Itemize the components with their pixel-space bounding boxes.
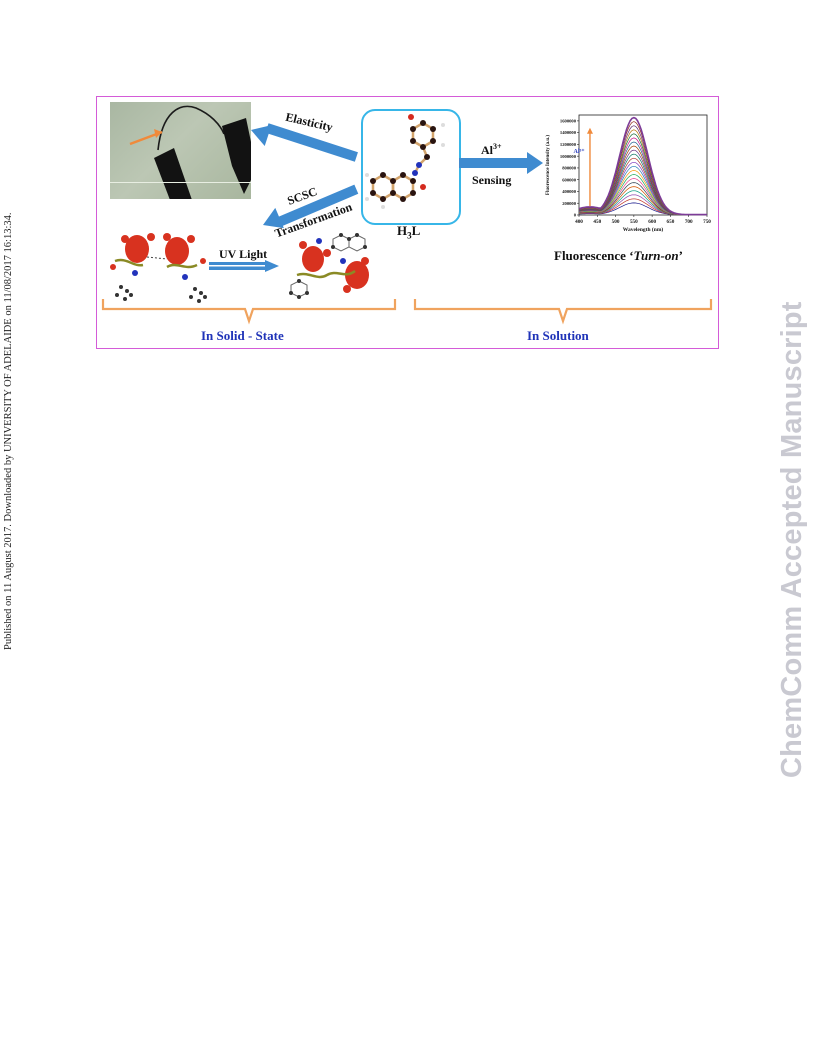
- crystal-photo-drawing: [129, 105, 251, 199]
- y-tick-label: 1000000: [560, 154, 577, 159]
- x-axis-label: Wavelength (nm): [623, 226, 664, 233]
- fluorescence-chart: 400 450 500 550 600 650 700 750 0 200000 400000 600…: [543, 111, 711, 235]
- y-tick-label: 400000: [562, 189, 576, 194]
- al-label: Al3+: [481, 142, 502, 157]
- x-tick-label: 750: [703, 219, 711, 225]
- ligand-structure: [365, 114, 445, 209]
- sensing-label: Sensing: [472, 173, 512, 187]
- y-axis-label: Fluorescence Intensity (a.u.): [546, 135, 551, 196]
- trend-arrow-head: [586, 127, 593, 134]
- y-tick-label: 600000: [562, 177, 576, 182]
- solid-state-before: [110, 233, 207, 303]
- x-tick-label: 700: [685, 219, 693, 225]
- solid-state-label: In Solid - State: [201, 328, 284, 343]
- x-tick-label: 600: [648, 219, 656, 225]
- x-tick-label: 550: [630, 219, 638, 225]
- graphical-abstract: Elasticity SCSC Transformation: [96, 96, 719, 349]
- uv-light-arrow: [209, 260, 279, 272]
- solution-brace: [413, 299, 713, 325]
- manuscript-watermark: ChemComm Accepted Manuscript: [776, 301, 808, 778]
- uv-light-label: UV Light: [219, 247, 268, 261]
- y-tick-label: 0: [574, 213, 577, 218]
- fluorescence-plot: 400 450 500 550 600 650 700 750 0 200000 400000 600…: [546, 114, 711, 233]
- x-tick-label: 400: [575, 219, 583, 225]
- x-tick-label: 450: [593, 219, 601, 225]
- publication-note: Published on 11 August 2017. Downloaded …: [3, 212, 14, 651]
- y-tick-label: 1400000: [560, 130, 577, 135]
- complex-dimer: [110, 233, 207, 303]
- ligand-box: [361, 109, 461, 225]
- y-tick-label: 1200000: [560, 142, 577, 147]
- crystal-photo: [110, 102, 251, 199]
- y-tick-label: 200000: [562, 201, 576, 206]
- x-tick-label: 500: [612, 219, 620, 225]
- y-tick-label: 1600000: [560, 118, 577, 123]
- spectrum-series: [578, 116, 707, 216]
- y-tick-label: 800000: [562, 166, 576, 171]
- x-tick-label: 650: [667, 219, 675, 225]
- solution-label: In Solution: [527, 328, 589, 343]
- transformed-complex: [289, 233, 369, 299]
- chart-annotation: Al³⁺: [574, 148, 585, 155]
- solid-state-after: [289, 233, 369, 299]
- ligand-label: H3L: [397, 223, 421, 241]
- solid-state-brace: [101, 299, 397, 325]
- fluorescence-caption: Fluorescence ‘Turn-on’: [554, 248, 683, 263]
